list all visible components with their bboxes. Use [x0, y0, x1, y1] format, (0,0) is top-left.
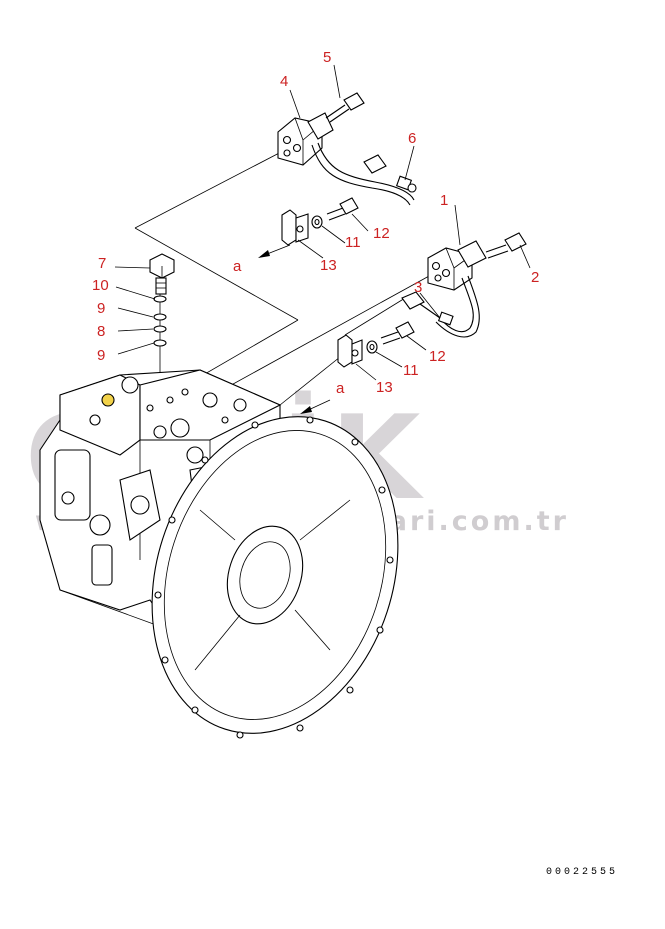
upper-bracket [281, 209, 309, 246]
lower-bracket [337, 334, 363, 368]
upper-wire-harness [311, 142, 417, 206]
callout-11-upper: 11 [345, 234, 361, 251]
callout-13-lower: 13 [376, 379, 393, 396]
right-wire-harness [401, 275, 480, 338]
lower-washer [366, 340, 378, 354]
upper-bolt [325, 92, 365, 123]
plug-and-seals [149, 253, 175, 347]
upper-washer [311, 215, 323, 229]
lower-mount-bolt [380, 321, 415, 345]
arrow-a-left [258, 244, 291, 258]
callout-2: 2 [531, 269, 539, 286]
callout-5: 5 [323, 49, 331, 66]
callout-9-top: 9 [97, 300, 105, 317]
callout-4: 4 [280, 73, 288, 90]
callout-leaders [114, 64, 531, 381]
callout-8: 8 [97, 323, 105, 340]
callout-6: 6 [408, 130, 416, 147]
flywheel-housing [151, 416, 399, 739]
arrow-a-right [300, 399, 331, 414]
callout-labels: 4 5 6 1 2 3 7 10 9 8 9 11 12 13 11 12 13… [92, 49, 539, 397]
callout-1: 1 [440, 192, 448, 209]
callout-11-lower: 11 [403, 362, 419, 379]
callout-a-right: a [336, 380, 345, 397]
drawing-code: 00022555 [546, 867, 618, 878]
callout-a-left: a [233, 258, 242, 275]
callout-12-upper: 12 [373, 225, 390, 242]
right-solenoid-valve [427, 240, 487, 291]
upper-mount-bolt [326, 197, 359, 221]
upper-solenoid-valve [277, 112, 334, 166]
callout-9-bottom: 9 [97, 347, 105, 364]
callout-7: 7 [98, 255, 106, 272]
callout-12-lower: 12 [429, 348, 446, 365]
callout-10: 10 [92, 277, 109, 294]
callout-13-upper: 13 [320, 257, 337, 274]
callout-3: 3 [414, 279, 422, 296]
